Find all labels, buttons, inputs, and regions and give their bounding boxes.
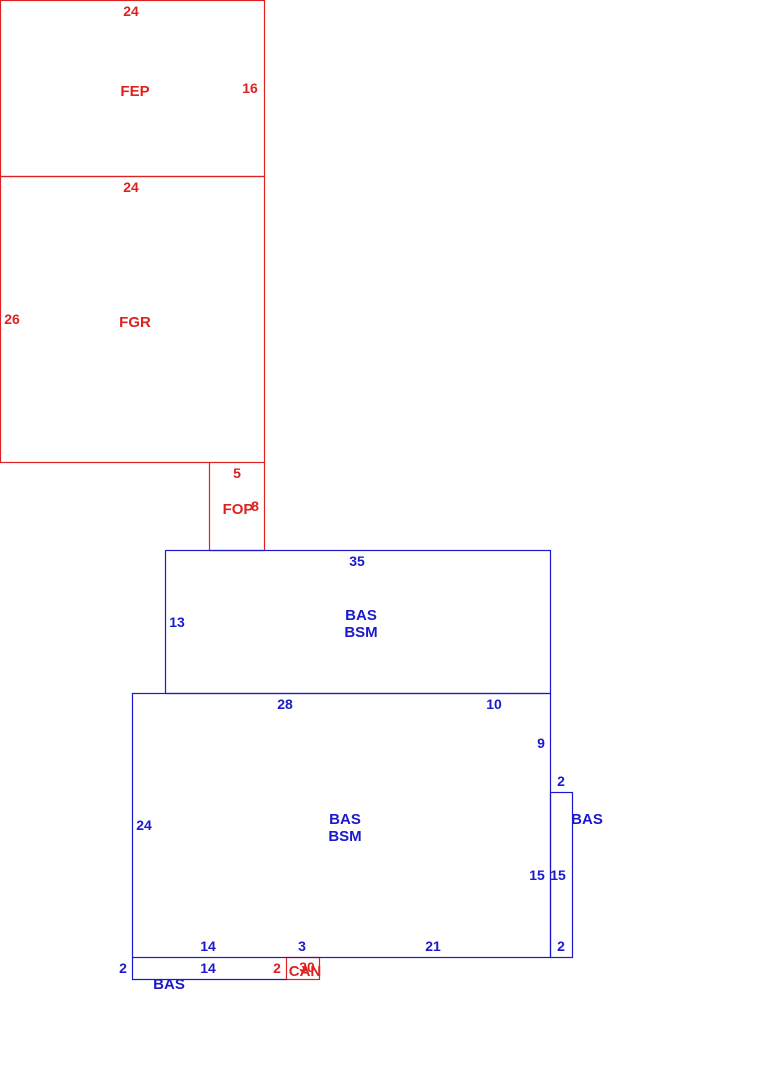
bas-main-dim-top-right: 10 bbox=[486, 696, 502, 712]
fop-dim-right: 8 bbox=[251, 498, 259, 514]
bas-main-dim-right-lower: 15 bbox=[529, 867, 545, 883]
bas-main-dim-bottom-right: 21 bbox=[425, 938, 441, 954]
can-area-label: CAN bbox=[289, 963, 322, 980]
bas-side-outline bbox=[549, 791, 574, 959]
fgr-outline bbox=[0, 175, 266, 464]
fop-area-label: FOP bbox=[223, 501, 254, 518]
can-dim-top: 30 bbox=[299, 959, 315, 975]
bas-main-dim-left: 24 bbox=[136, 817, 152, 833]
bas-bottom-area-label: BAS bbox=[153, 976, 185, 993]
fgr-dim-top: 24 bbox=[123, 179, 139, 195]
bas-upper-dim-left: 13 bbox=[169, 614, 185, 630]
can-dim-left: 2 bbox=[273, 960, 281, 976]
bas-upper-area-label: BAS bbox=[345, 607, 377, 624]
fep-dim-top: 24 bbox=[123, 3, 139, 19]
bas-main-sub-label: BSM bbox=[328, 828, 361, 845]
bas-main-dim-right-upper: 9 bbox=[537, 735, 545, 751]
bas-side-dim-bottom: 2 bbox=[557, 938, 565, 954]
bas-upper-dim-top: 35 bbox=[349, 553, 365, 569]
bas-bottom-dim-left: 2 bbox=[119, 960, 127, 976]
bas-upper-sub-label: BSM bbox=[344, 624, 377, 641]
bas-side-dim-right: 15 bbox=[550, 867, 566, 883]
blue-outlines bbox=[131, 549, 574, 981]
bas-bottom-outline bbox=[131, 957, 287, 981]
bas-side-area-label: BAS bbox=[571, 811, 603, 828]
red-outlines bbox=[0, 0, 321, 981]
bas-main-dim-top-left: 28 bbox=[277, 696, 293, 712]
fep-area-label: FEP bbox=[120, 83, 149, 100]
bas-bottom-dim-bottom: 14 bbox=[200, 960, 216, 976]
bas-main-dim-bottom-left: 14 bbox=[200, 938, 216, 954]
bas-main-area-label: BAS bbox=[329, 811, 361, 828]
bas-main-dim-bottom-mid: 3 bbox=[298, 938, 306, 954]
fgr-dim-left: 26 bbox=[4, 311, 20, 327]
fep-dim-right: 16 bbox=[242, 80, 258, 96]
fop-dim-top: 5 bbox=[233, 465, 241, 481]
bas-side-dim-top: 2 bbox=[557, 773, 565, 789]
fgr-area-label: FGR bbox=[119, 314, 151, 331]
